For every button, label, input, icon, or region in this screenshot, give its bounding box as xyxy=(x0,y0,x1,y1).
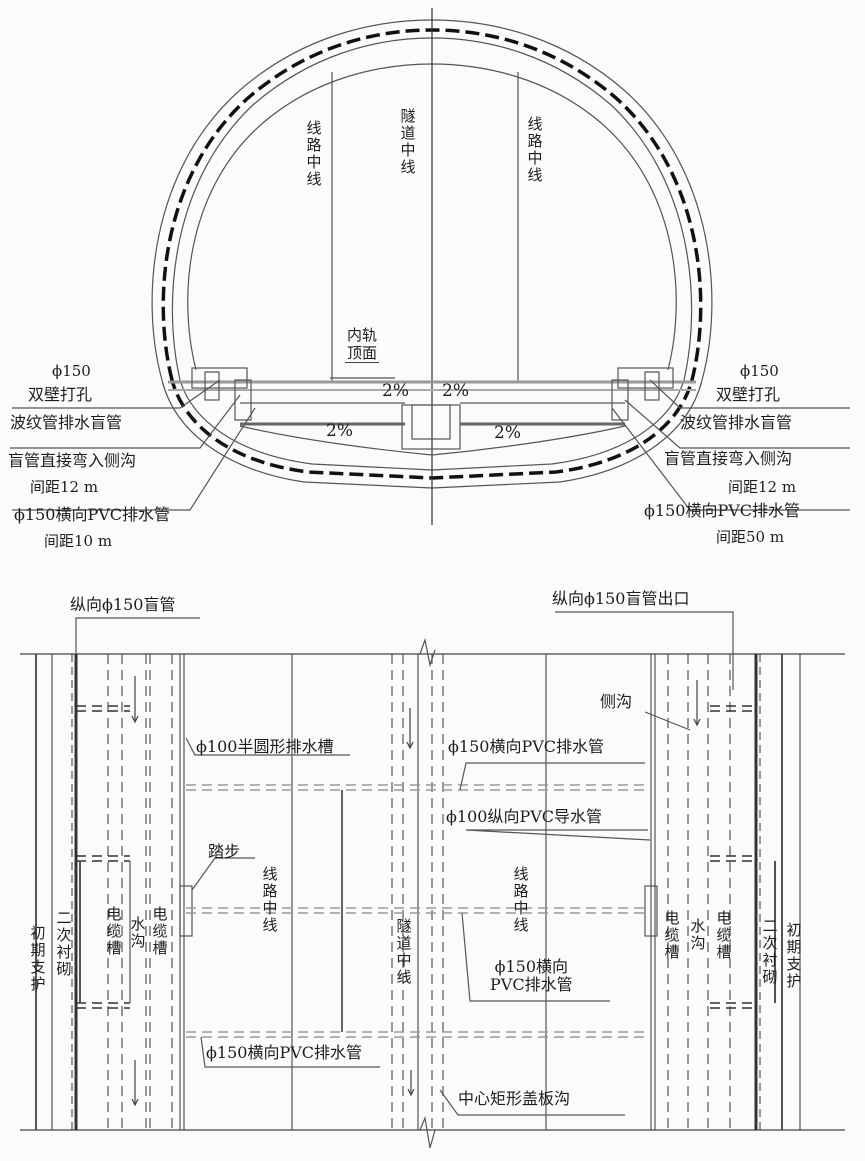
plan-step: 踏步 xyxy=(208,842,241,861)
left-water-ditch: 水沟 xyxy=(130,915,146,950)
slope-bottom-left: 2% xyxy=(326,421,353,441)
plan-center-cover-ditch: 中心矩形盖板沟 xyxy=(458,1089,571,1108)
plan-pvc-bottom: ϕ150横向PVC排水管 xyxy=(206,1043,363,1062)
plan-pvc-mid-line1: ϕ150横向 xyxy=(494,957,569,976)
right-callout-spacing-12: 间距12 m xyxy=(728,478,797,496)
rail-top-line2: 顶面 xyxy=(345,344,380,363)
right-secondary-lining: 二次衬砌 xyxy=(762,917,778,986)
right-callout-spacing-50: 间距50 m xyxy=(716,528,785,546)
rail-top-line1: 内轨 xyxy=(347,326,378,344)
plan-pvc-mid: ϕ150横向 PVC排水管 xyxy=(490,958,573,994)
right-callout-corrugated: 波纹管排水盲管 xyxy=(680,413,793,432)
tunnel-outer-lining xyxy=(151,19,713,489)
left-callout-double-wall: 双壁打孔 xyxy=(28,385,93,404)
tunnel-centerline-label: 隧道中线 xyxy=(400,107,416,176)
slope-top-right: 2% xyxy=(442,381,469,401)
left-cable-trough-1: 电缆槽 xyxy=(106,905,122,957)
left-primary-support: 初期支护 xyxy=(30,924,46,993)
plan-pvc-mid-line2: PVC排水管 xyxy=(490,975,573,994)
plan-tunnel-centerline: 隧道中线 xyxy=(396,917,412,986)
right-callout-blind-pipe: 盲管直接弯入侧沟 xyxy=(664,449,793,468)
left-callout-diameter: ϕ150 xyxy=(52,362,91,380)
right-primary-support: 初期支护 xyxy=(786,921,802,990)
right-callout-double-wall: 双壁打孔 xyxy=(716,385,781,404)
slope-top-left: 2% xyxy=(382,381,409,401)
left-callout-corrugated: 波纹管排水盲管 xyxy=(10,413,123,432)
plan-longitudinal-blind-pipe: 纵向ϕ150盲管 xyxy=(70,595,176,614)
plan-line-centerline-left: 线路中线 xyxy=(262,865,278,934)
slope-bottom-right: 2% xyxy=(494,423,521,443)
left-callout-blind-pipe: 盲管直接弯入侧沟 xyxy=(8,451,137,470)
left-secondary-lining: 二次衬砌 xyxy=(56,909,72,978)
left-callout-spacing-12: 间距12 m xyxy=(30,478,99,496)
right-callout-pvc: ϕ150横向PVC排水管 xyxy=(644,501,801,520)
plan-semicircle-drain: ϕ100半圆形排水槽 xyxy=(196,737,334,756)
rail-top-label: 内轨 顶面 xyxy=(345,326,380,363)
right-callout-diameter: ϕ150 xyxy=(740,362,779,380)
left-line-centerline-label: 线路中线 xyxy=(306,119,322,188)
plan-pvc-longitudinal: ϕ100纵向PVC导水管 xyxy=(446,807,603,826)
plan-longitudinal-blind-pipe-outlet: 纵向ϕ150盲管出口 xyxy=(552,589,690,608)
left-callout-spacing-10: 间距10 m xyxy=(44,532,113,550)
right-water-ditch: 水沟 xyxy=(690,917,706,952)
right-line-centerline-label: 线路中线 xyxy=(527,115,543,184)
left-callout-pvc: ϕ150横向PVC排水管 xyxy=(14,505,171,524)
waterproof-layer xyxy=(161,28,703,480)
left-cable-trough-2: 电缆槽 xyxy=(152,905,168,957)
right-cable-trough-1: 电缆槽 xyxy=(664,909,680,961)
plan-side-ditch: 侧沟 xyxy=(600,692,633,711)
right-cable-trough-2: 电缆槽 xyxy=(716,909,732,961)
plan-line-centerline-right: 线路中线 xyxy=(513,865,529,934)
plan-pvc-top: ϕ150横向PVC排水管 xyxy=(448,737,605,756)
